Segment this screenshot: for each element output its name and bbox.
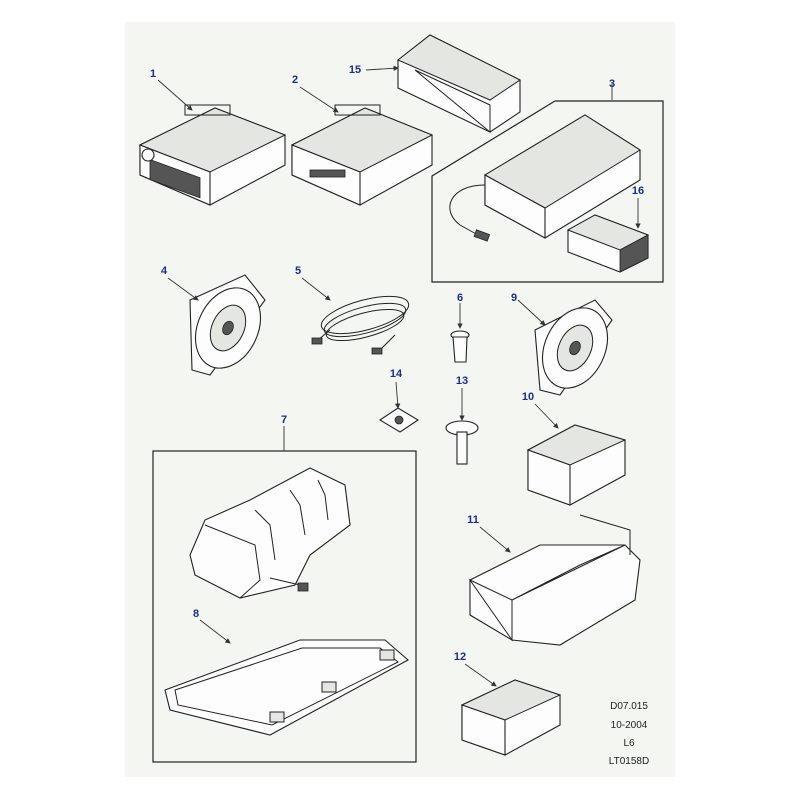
cd-changer [449, 114, 641, 242]
callout-12: 12 [453, 651, 467, 663]
leader-lines [157, 65, 641, 687]
screw [445, 420, 479, 465]
aerial-cable [311, 295, 410, 355]
callout-11: 11 [467, 514, 479, 526]
callout-15: 15 [348, 64, 362, 76]
speaker-front [189, 274, 266, 376]
callout-8: 8 [192, 608, 200, 620]
callout-2: 2 [291, 74, 299, 86]
callout-14: 14 [389, 368, 403, 380]
tray-mat [164, 639, 409, 736]
radio-cassette-unit [138, 104, 287, 206]
nut-clip [378, 407, 420, 433]
callout-5: 5 [294, 265, 302, 277]
callout-7: 7 [280, 414, 288, 426]
callout-4: 4 [160, 265, 168, 277]
callout-9: 9 [510, 292, 518, 304]
callout-1: 1 [149, 68, 157, 80]
callout-3: 3 [608, 78, 616, 90]
callout-10: 10 [521, 391, 535, 403]
reference-drawing-number: LT0158D [608, 756, 650, 767]
mounting-bracket [468, 514, 641, 646]
reference-date: 10-2004 [610, 720, 648, 731]
storage-tray [189, 467, 351, 599]
mounting-sleeve [397, 34, 521, 134]
reference-model: L6 [623, 738, 635, 749]
amplifier [526, 424, 627, 506]
callout-6: 6 [456, 292, 464, 304]
callout-16: 16 [631, 185, 645, 197]
group-box-3 [431, 100, 664, 283]
speaker-rear [534, 299, 613, 396]
reference-code: D07.015 [610, 701, 648, 712]
group-box-7 [152, 450, 417, 763]
cd-magazine [566, 214, 650, 273]
callout-13: 13 [455, 375, 469, 387]
radio-cd-unit [290, 104, 434, 206]
clip [450, 330, 470, 363]
control-module [460, 679, 562, 756]
